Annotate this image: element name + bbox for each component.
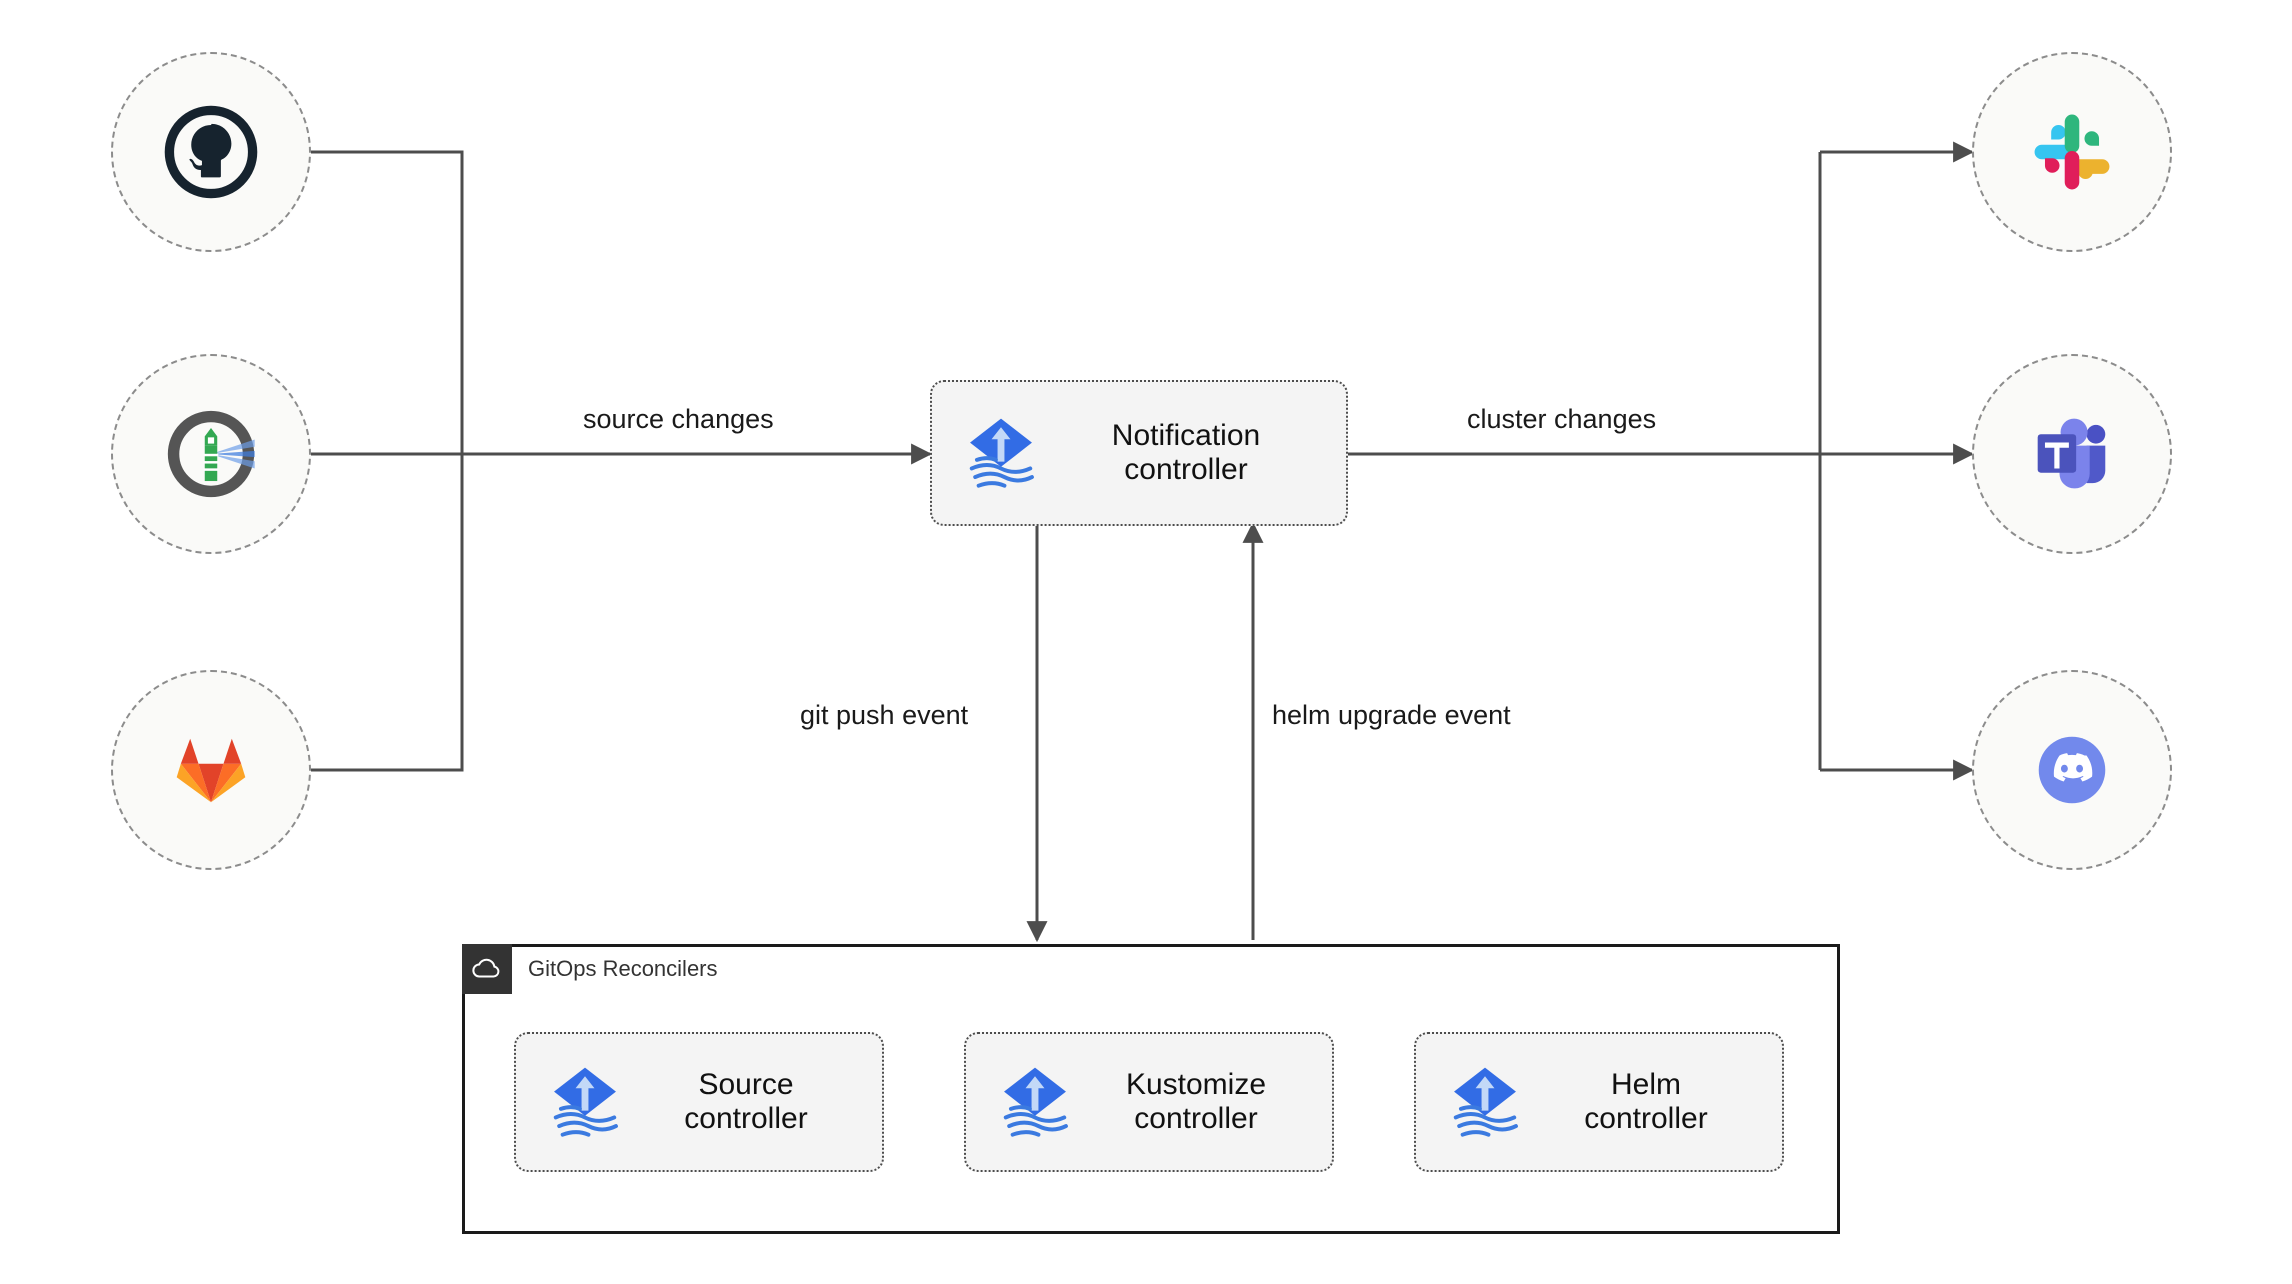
source-node-github[interactable]	[111, 52, 311, 252]
source-controller-node[interactable]: Source controller	[514, 1032, 884, 1172]
notification-controller-label: Notification controller	[1111, 419, 1261, 486]
gitops-reconcilers-title: GitOps Reconcilers	[528, 956, 718, 981]
notification-controller-node[interactable]: Notification controller	[930, 380, 1348, 526]
source-node-gitlab[interactable]	[111, 670, 311, 870]
edge-label-source-changes: source changes	[583, 404, 774, 434]
gitlab-icon	[176, 738, 246, 803]
flux-icon	[969, 418, 1034, 488]
helm-controller-node[interactable]: Helm controller	[1414, 1032, 1784, 1172]
flux-icon	[1003, 1067, 1068, 1137]
slack-icon	[2034, 114, 2110, 190]
destination-node-teams[interactable]	[1972, 354, 2172, 554]
flux-lighthouse-icon	[167, 410, 255, 498]
destination-node-discord[interactable]	[1972, 670, 2172, 870]
wire-gitlab-to-bus	[311, 454, 464, 772]
kustomize-controller-node[interactable]: Kustomize controller	[964, 1032, 1334, 1172]
kustomize-controller-label: Kustomize controller	[1125, 1068, 1267, 1135]
flux-icon	[1453, 1067, 1518, 1137]
edge-label-helm-upgrade-event: helm upgrade event	[1272, 700, 1511, 730]
wire-github-to-bus	[311, 150, 464, 454]
cloud-icon	[462, 944, 512, 994]
flux-icon	[553, 1067, 618, 1137]
gitops-reconcilers-header: GitOps Reconcilers	[462, 944, 718, 994]
discord-icon	[2038, 736, 2106, 804]
destination-node-slack[interactable]	[1972, 52, 2172, 252]
source-node-flux[interactable]	[111, 354, 311, 554]
helm-controller-label: Helm controller	[1584, 1068, 1708, 1135]
edge-label-git-push-event: git push event	[800, 700, 969, 730]
microsoft-teams-icon	[2037, 418, 2106, 489]
github-icon	[164, 105, 258, 199]
edge-label-cluster-changes: cluster changes	[1467, 404, 1657, 434]
source-controller-label: Source controller	[684, 1068, 808, 1135]
